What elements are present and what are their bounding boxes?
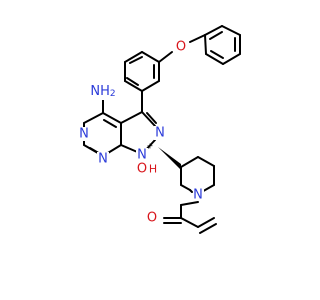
hydroxyl-oxygen-label: O [137, 162, 147, 177]
bond [146, 112, 157, 124]
bond [129, 56, 143, 64]
hydroxyl-hydrogen-label: H [149, 163, 157, 176]
bond [222, 53, 241, 65]
ether-oxygen-label: O [176, 40, 186, 55]
bond [126, 77, 139, 86]
atom-labels: NH2 O N N N N + O H N O [78, 40, 204, 226]
hetero-bond-lines [180, 189, 199, 206]
bond-lines [83, 25, 241, 234]
bond [158, 51, 173, 63]
bond [180, 201, 199, 206]
bond [141, 51, 160, 63]
bond [180, 156, 199, 168]
bond [189, 34, 206, 43]
bond [204, 25, 223, 36]
bond [221, 25, 241, 36]
bond [180, 217, 199, 228]
bond [197, 156, 215, 167]
pyrimidine-n7-label: N [98, 152, 108, 167]
molecule-structure-diagram: NH2 O N N N N + O H N O [78, 25, 241, 234]
bond [141, 80, 160, 92]
bond [180, 184, 191, 191]
bond [199, 223, 217, 234]
bond [103, 119, 117, 128]
bond [209, 31, 223, 40]
bond [210, 50, 224, 59]
bond [204, 34, 207, 55]
bond [141, 111, 156, 127]
bond [124, 80, 143, 92]
carbonyl-oxygen-label: O [147, 211, 157, 226]
bond [120, 111, 143, 124]
pyrazole-n1-label: N [137, 148, 147, 163]
amino-group-label: NH2 [90, 84, 115, 100]
bond [102, 112, 122, 124]
piperidine-nitrogen-label: N [193, 188, 203, 203]
pyrimidine-n5-label: N [79, 127, 89, 142]
bond [205, 53, 224, 65]
bond [197, 217, 215, 228]
stereo-wedge-bond [158, 147, 181, 170]
bond [189, 189, 193, 193]
positive-charge-label: + [147, 142, 154, 151]
bond [124, 51, 143, 63]
pyrazole-n2-label: N [155, 126, 165, 141]
bond [83, 112, 104, 124]
